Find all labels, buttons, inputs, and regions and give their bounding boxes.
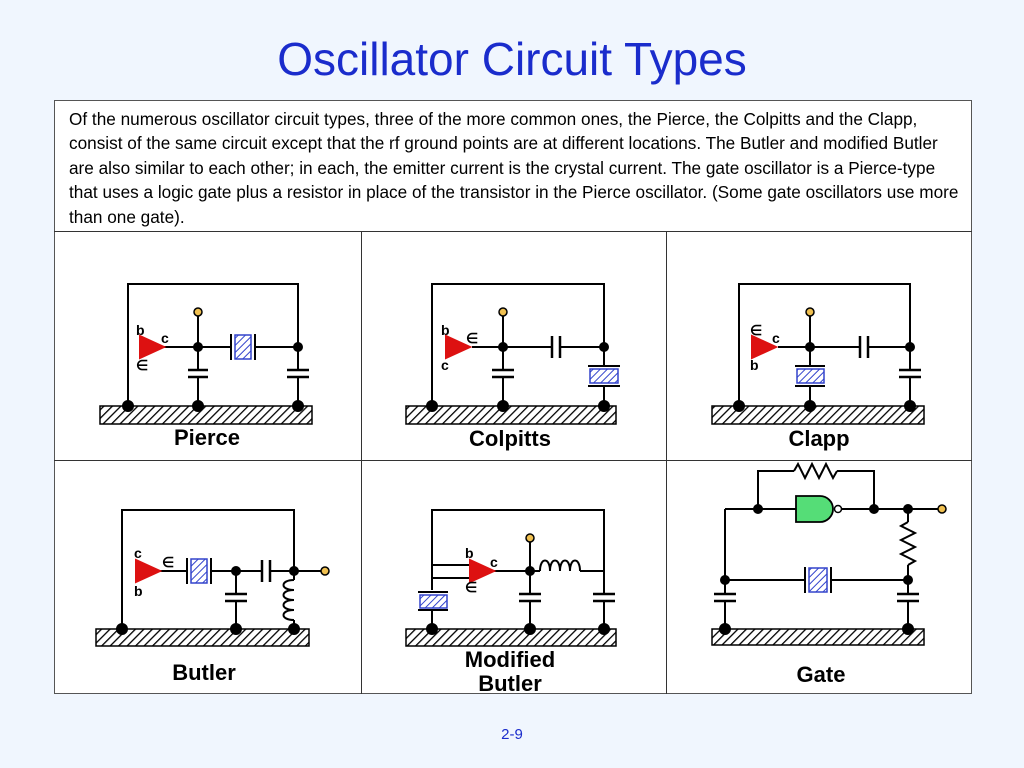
pierce-label: Pierce (174, 425, 240, 450)
butler-inductor-icon (282, 579, 295, 621)
clapp-emitter-label: ∈ (750, 322, 762, 338)
gate-circuit (711, 461, 947, 646)
colpitts-label: Colpitts (469, 426, 551, 451)
pierce-crystal-icon (234, 334, 252, 360)
butler-transistor-icon (135, 558, 163, 584)
colpitts-transistor-icon (445, 334, 473, 360)
clapp-transistor-icon (751, 334, 779, 360)
modified-butler-label-line2: Butler (478, 671, 542, 696)
gate-feedback-resistor-icon (793, 461, 838, 481)
butler-ground-icon (95, 628, 310, 647)
modified-butler-collector-label: c (490, 554, 498, 570)
clapp-base-label: b (750, 357, 759, 373)
page-title: Oscillator Circuit Types (277, 33, 747, 85)
description-text: Of the numerous oscillator circuit types… (69, 109, 959, 227)
modified-butler-emitter-label: ∈ (465, 579, 477, 595)
modified-butler-label-line1: Modified (465, 647, 555, 672)
pierce-ground-icon (99, 405, 313, 425)
butler-output-terminal-icon (320, 566, 330, 576)
modified-butler-base-label: b (465, 545, 474, 561)
nand-gate-icon (795, 495, 834, 523)
colpitts-crystal-icon (589, 368, 619, 384)
modified-butler-ground-icon (405, 628, 617, 647)
pierce-collector-label: c (161, 330, 169, 346)
clapp-collector-label: c (772, 330, 780, 346)
colpitts-supply-terminal-icon (498, 307, 508, 317)
clapp-supply-terminal-icon (805, 307, 815, 317)
butler-base-label: b (134, 583, 143, 599)
colpitts-collector-label: c (441, 357, 449, 373)
content-panel: Of the numerous oscillator circuit types… (54, 100, 972, 694)
colpitts-emitter-label: ∈ (466, 330, 478, 346)
clapp-crystal-icon (796, 368, 825, 384)
gate-series-resistor-icon (898, 521, 918, 566)
grid-line-middle (54, 460, 972, 461)
clapp-ground-icon (711, 405, 925, 425)
pierce-transistor-icon (139, 334, 167, 360)
gate-output-terminal-icon (937, 504, 947, 514)
modified-butler-supply-terminal-icon (525, 533, 535, 543)
modified-butler-circuit (405, 509, 617, 647)
gate-crystal-icon (808, 567, 828, 593)
colpitts-base-label: b (441, 322, 450, 338)
grid-line-left (361, 231, 362, 694)
clapp-circuit (711, 283, 925, 425)
pierce-emitter-label: ∈ (136, 357, 148, 373)
gate-label: Gate (797, 662, 846, 687)
gate-ground-icon (711, 628, 925, 646)
butler-collector-label: c (134, 545, 142, 561)
modified-butler-crystal-icon (419, 594, 448, 609)
pierce-circuit (99, 283, 313, 425)
modified-butler-inductor-icon (539, 559, 581, 572)
butler-label: Butler (172, 660, 236, 685)
page-number: 2-9 (501, 726, 523, 743)
colpitts-ground-icon (405, 405, 617, 425)
butler-crystal-icon (190, 558, 208, 584)
butler-emitter-label: ∈ (162, 554, 174, 570)
colpitts-circuit (405, 283, 620, 425)
butler-circuit (95, 509, 330, 647)
grid-line-right (666, 231, 667, 694)
grid-line-top (54, 231, 972, 232)
pierce-base-label: b (136, 322, 145, 338)
modified-butler-transistor-icon (469, 558, 497, 584)
pierce-supply-terminal-icon (193, 307, 203, 317)
clapp-label: Clapp (788, 426, 849, 451)
